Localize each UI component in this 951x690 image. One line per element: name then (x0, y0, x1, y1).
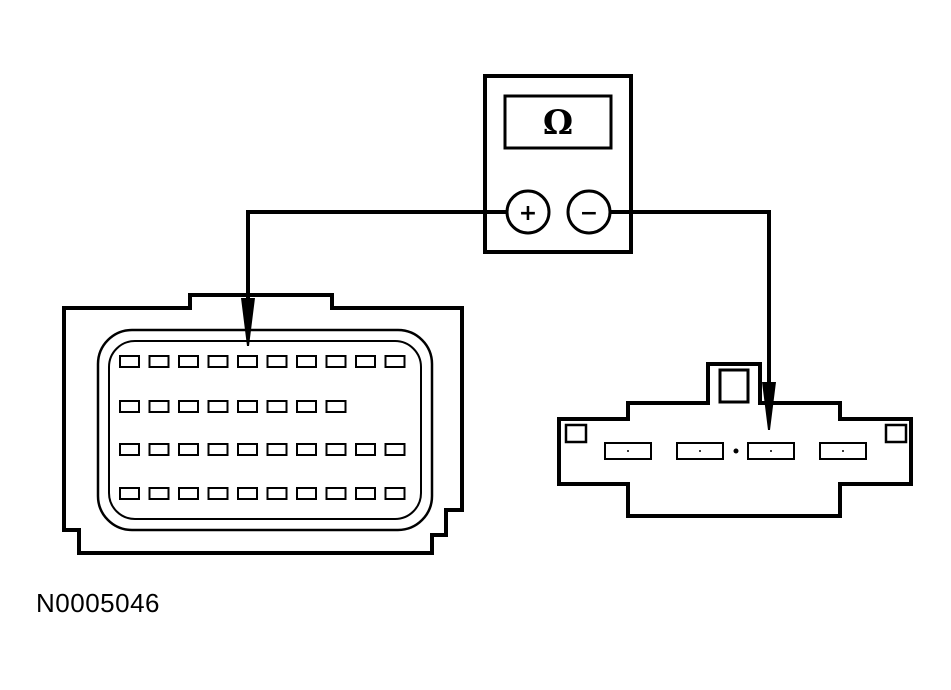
large-connector-pin (325, 487, 347, 500)
large-connector-pin (325, 443, 347, 456)
small-connector-pin-marker (733, 448, 739, 454)
small-connector-terminal (604, 442, 652, 460)
small-connector-terminal-slot (842, 450, 844, 452)
small-connector-left-tab (564, 423, 588, 444)
large-connector-pin (355, 355, 376, 368)
negative-probe-tip (762, 382, 776, 430)
large-connector-pin (384, 355, 406, 368)
small-connector-terminal (819, 442, 867, 460)
large-connector-pin (148, 400, 170, 413)
large-connector-pin (178, 443, 199, 456)
ohmmeter-display (503, 94, 613, 150)
large-connector-pin (296, 443, 317, 456)
large-connector-inner-seal (108, 340, 422, 520)
positive-probe-tip (241, 298, 255, 346)
small-connector-housing (557, 362, 913, 518)
small-connector-right-tab (884, 423, 908, 444)
large-connector-pin (237, 400, 258, 413)
large-connector-pin (384, 487, 406, 500)
small-connector-terminal-slot (699, 450, 701, 452)
large-connector-pin (296, 355, 317, 368)
large-connector-pin (266, 487, 288, 500)
figure-id: N0005046 (36, 588, 160, 618)
large-connector-pin (237, 355, 258, 368)
large-connector-pin (237, 443, 258, 456)
small-connector (557, 362, 913, 518)
large-connector-pin (178, 355, 199, 368)
large-connector-pin (119, 487, 140, 500)
positive-terminal-label: + (519, 201, 537, 226)
negative-terminal-label: − (580, 201, 598, 226)
large-connector-pin (207, 443, 229, 456)
positive-test-lead (246, 210, 507, 300)
small-connector-terminal-slot (627, 450, 629, 452)
large-connector-pin (207, 355, 229, 368)
large-connector-pin (325, 400, 347, 413)
large-connector-pin (148, 443, 170, 456)
large-connector-pin (207, 400, 229, 413)
large-connector-pin (266, 400, 288, 413)
negative-test-lead (610, 210, 771, 384)
large-connector-pin (384, 443, 406, 456)
small-connector-terminals (604, 442, 867, 460)
large-connector-pin (119, 400, 140, 413)
large-connector-pin (148, 487, 170, 500)
large-connector-pin (355, 443, 376, 456)
large-connector-pin (355, 487, 376, 500)
large-connector-pin (207, 487, 229, 500)
large-connector-outer-seal (96, 328, 434, 532)
large-connector-pin (119, 443, 140, 456)
ohmmeter: Ω + − (483, 74, 633, 254)
small-connector-latch (718, 368, 750, 404)
small-connector-terminal-slot (770, 450, 772, 452)
large-connector-pin (296, 400, 317, 413)
large-connector-housing (62, 293, 464, 555)
ohm-symbol: Ω (543, 103, 573, 143)
large-connector (62, 293, 464, 555)
large-connector-pins (119, 355, 406, 500)
large-connector-pin (266, 443, 288, 456)
large-connector-pin (178, 487, 199, 500)
large-connector-pin (178, 400, 199, 413)
large-connector-pin (266, 355, 288, 368)
large-connector-pin (148, 355, 170, 368)
ohmmeter-body (483, 74, 633, 254)
large-connector-pin (325, 355, 347, 368)
large-connector-pin (237, 487, 258, 500)
large-connector-pin (296, 487, 317, 500)
large-connector-pin (119, 355, 140, 368)
small-connector-terminal (747, 442, 795, 460)
small-connector-terminal (676, 442, 724, 460)
